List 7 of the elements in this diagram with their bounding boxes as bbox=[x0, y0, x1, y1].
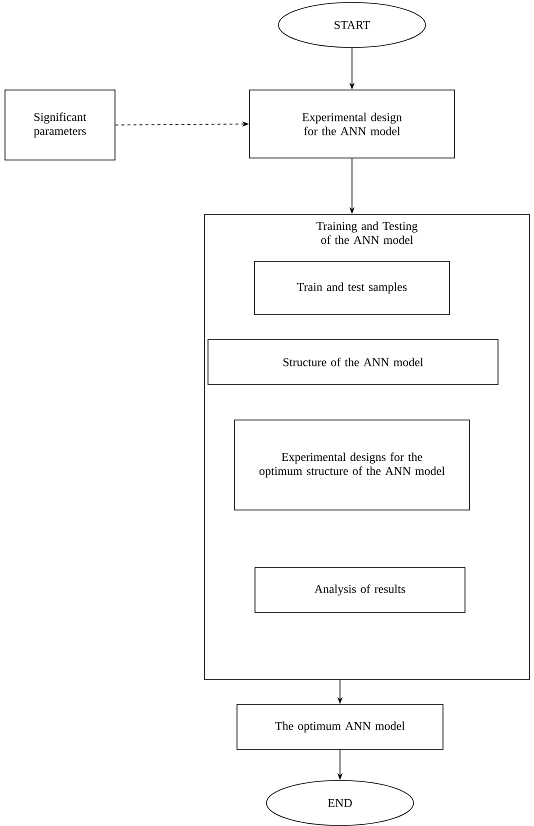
process-box: Experimental designs for the optimum structure of the ANN model bbox=[234, 420, 470, 510]
process-box: Analysis of results bbox=[254, 567, 466, 613]
process-box: The optimum ANN model bbox=[236, 704, 444, 750]
process-box: Structure of the ANN model bbox=[208, 339, 498, 385]
process-box: Train and test samples bbox=[254, 261, 450, 315]
process-box: Significant parameters bbox=[4, 90, 116, 160]
process-box: Experimental design for the ANN model bbox=[249, 90, 455, 158]
